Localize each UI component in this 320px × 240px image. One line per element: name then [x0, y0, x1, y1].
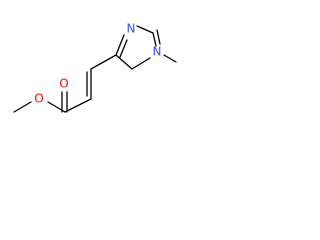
- bond-ring-c4-n3-inner: [119, 39, 128, 58]
- bond-ring-c2-n1-inner: [156, 29, 161, 45]
- bond-ring-c5-c4: [115, 54, 133, 70]
- bond-ring-c4-n3: [115, 34, 125, 56]
- atom-label-o-ester: O: [34, 92, 43, 106]
- bond-ring-c2-n1: [152, 32, 157, 47]
- molecule-structure: O O N N: [13, 22, 177, 113]
- bond-vinyl-ring: [90, 54, 117, 70]
- atom-label-o-carbonyl: O: [59, 77, 68, 91]
- bond-ring-n3-c2: [136, 25, 154, 34]
- bond-n-methyl: [163, 54, 177, 63]
- bond-methyl-oxygen: [13, 101, 32, 113]
- bond-carbonyl-alpha: [64, 98, 92, 113]
- atom-label-n-imine: N: [127, 22, 136, 36]
- atom-label-n-methyl: N: [153, 45, 162, 59]
- bond-ring-n1-c5: [131, 57, 151, 70]
